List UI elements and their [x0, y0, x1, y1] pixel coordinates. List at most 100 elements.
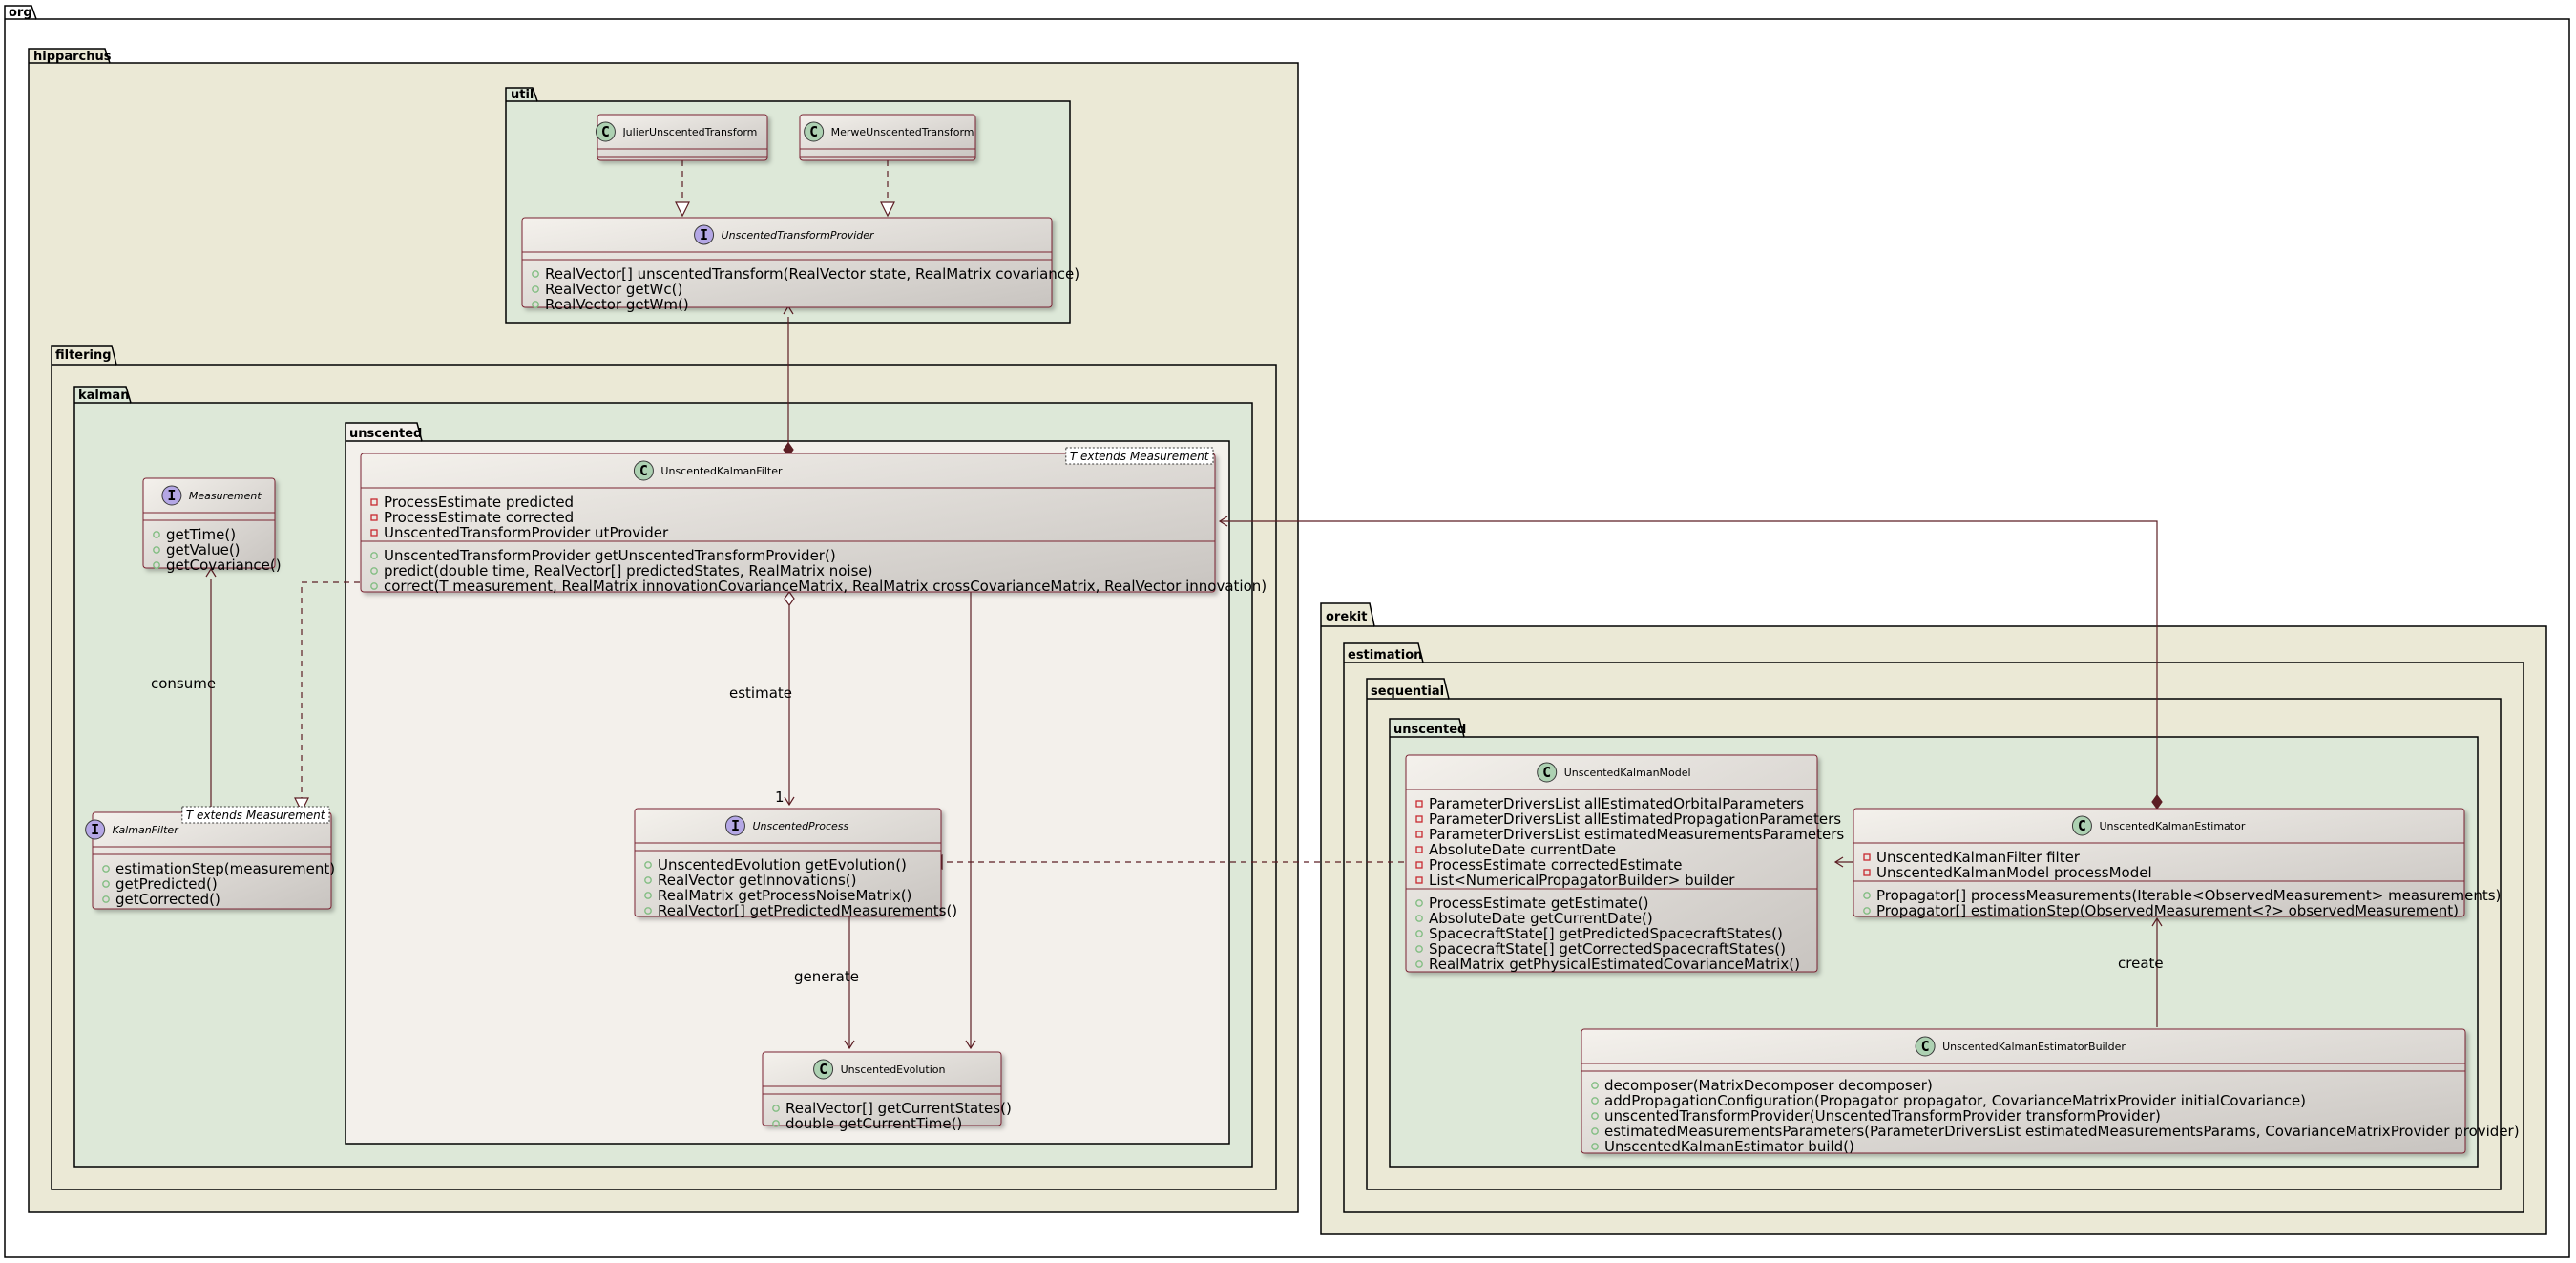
- public-visibility-icon: [1863, 907, 1871, 915]
- public-visibility-icon: [1591, 1112, 1599, 1120]
- class-name: UnscentedKalmanFilter: [660, 465, 783, 477]
- class-name: UnscentedEvolution: [841, 1063, 946, 1076]
- generic-parameter: T extends Measurement: [186, 809, 326, 822]
- class-field: List<NumericalPropagatorBuilder> builder: [1429, 872, 1735, 889]
- interface-icon: [161, 485, 182, 506]
- class-box: [521, 217, 1053, 308]
- class-name: KalmanFilter: [113, 824, 180, 836]
- class-kind-letter: C: [2078, 817, 2086, 834]
- private-visibility-icon: [370, 498, 378, 506]
- class-field: UnscentedTransformProvider utProvider: [384, 524, 669, 541]
- class-kind-letter: C: [819, 1061, 827, 1078]
- class-field: UnscentedKalmanModel processModel: [1876, 864, 2152, 881]
- public-visibility-icon: [102, 895, 110, 903]
- class-field: ParameterDriversList estimatedMeasuremen…: [1429, 826, 1844, 843]
- private-visibility-icon: [370, 529, 378, 537]
- class-name: JulierUnscentedTransform: [621, 126, 757, 138]
- package-label-filtering: filtering: [55, 348, 112, 363]
- public-visibility-icon: [1415, 899, 1423, 907]
- public-visibility-icon: [153, 531, 160, 538]
- class-method: correct(T measurement, RealMatrix innova…: [384, 578, 1267, 595]
- class-method: RealMatrix getProcessNoiseMatrix(): [658, 887, 911, 904]
- private-visibility-icon: [1415, 876, 1423, 884]
- label-consume: consume: [151, 675, 216, 692]
- class-method: RealVector getWc(): [545, 281, 682, 298]
- class-kind-letter: I: [167, 487, 176, 504]
- public-visibility-icon: [1415, 915, 1423, 922]
- class-name: UnscentedKalmanEstimator: [2099, 820, 2245, 832]
- public-visibility-icon: [370, 552, 378, 559]
- private-visibility-icon: [1415, 800, 1423, 808]
- class-merwe: C MerweUnscentedTransform: [799, 114, 976, 161]
- class-method: addPropagationConfiguration(Propagator p…: [1604, 1092, 2306, 1109]
- class-method: double getCurrentTime(): [785, 1115, 962, 1132]
- class-method: RealVector getWm(): [545, 296, 689, 313]
- class-method: getValue(): [166, 541, 241, 558]
- interface-icon: [694, 224, 715, 245]
- class-method: getPredicted(): [115, 875, 218, 893]
- class-icon: [2071, 815, 2092, 836]
- class-kind-letter: C: [809, 123, 818, 140]
- private-visibility-icon: [1415, 846, 1423, 853]
- class-icon: [1915, 1036, 1936, 1057]
- generic-box: [1065, 447, 1214, 465]
- package-label-sequential: sequential: [1371, 684, 1444, 699]
- edge-uproc-generates-uevo: generate: [794, 916, 859, 1050]
- class-method: estimatedMeasurementsParameters(Paramete…: [1604, 1123, 2520, 1140]
- package-unscented-hipparchus: unscented: [345, 422, 1230, 1145]
- package-label-util: util: [511, 88, 534, 102]
- class-field: ParameterDriversList allEstimatedOrbital…: [1429, 795, 1804, 812]
- public-visibility-icon: [370, 567, 378, 575]
- class-field: ProcessEstimate corrected: [384, 509, 574, 526]
- edge-merwe-realizes-utp: [880, 160, 895, 218]
- class-uke: C UnscentedKalmanEstimatorUnscentedKalman…: [1853, 808, 2501, 919]
- class-box: [1405, 754, 1818, 973]
- private-visibility-icon: [1415, 831, 1423, 838]
- class-field: ProcessEstimate correctedEstimate: [1429, 856, 1682, 874]
- class-method: Propagator[] estimationStep(ObservedMeas…: [1876, 902, 2459, 919]
- package-label-estimation: estimation: [1348, 648, 1422, 663]
- public-visibility-icon: [1863, 892, 1871, 899]
- class-name: UnscentedKalmanEstimatorBuilder: [1942, 1041, 2126, 1053]
- class-kind-letter: I: [700, 226, 708, 243]
- class-kind-letter: C: [601, 123, 610, 140]
- class-name: MerweUnscentedTransform: [831, 126, 974, 138]
- class-method: RealVector[] getCurrentStates(): [785, 1100, 1012, 1117]
- class-kind-letter: I: [731, 817, 740, 834]
- class-kind-letter: C: [1921, 1038, 1930, 1055]
- label-estimate: estimate: [729, 684, 792, 702]
- public-visibility-icon: [1415, 960, 1423, 968]
- private-visibility-icon: [1415, 815, 1423, 823]
- class-method: ProcessEstimate getEstimate(): [1429, 895, 1649, 912]
- public-visibility-icon: [153, 546, 160, 554]
- class-method: decomposer(MatrixDecomposer decomposer): [1604, 1077, 1933, 1094]
- class-name: UnscentedTransformProvider: [722, 229, 875, 242]
- class-kind-letter: C: [639, 462, 648, 479]
- edge-kf-consumes-measurement: consume: [151, 567, 217, 813]
- class-method: SpacecraftState[] getPredictedSpacecraft…: [1429, 925, 1783, 942]
- class-method: RealMatrix getPhysicalEstimatedCovarianc…: [1429, 956, 1800, 973]
- package-label-unscented-orekit: unscented: [1393, 723, 1466, 737]
- public-visibility-icon: [644, 892, 652, 899]
- generic-box: [181, 806, 330, 824]
- private-visibility-icon: [1863, 869, 1871, 876]
- public-visibility-icon: [153, 561, 160, 569]
- class-icon: [595, 121, 616, 142]
- public-visibility-icon: [532, 270, 539, 278]
- edge-ukf-realizes-kf: [294, 581, 360, 813]
- public-visibility-icon: [772, 1105, 780, 1112]
- class-ukeb: C UnscentedKalmanEstimatorBuilder decompos…: [1581, 1028, 2520, 1155]
- private-visibility-icon: [1415, 861, 1423, 869]
- class-field: ProcessEstimate predicted: [384, 494, 574, 511]
- public-visibility-icon: [532, 301, 539, 308]
- private-visibility-icon: [370, 514, 378, 521]
- label-generate: generate: [794, 968, 859, 985]
- public-visibility-icon: [1591, 1097, 1599, 1105]
- class-method: AbsoluteDate getCurrentDate(): [1429, 910, 1653, 927]
